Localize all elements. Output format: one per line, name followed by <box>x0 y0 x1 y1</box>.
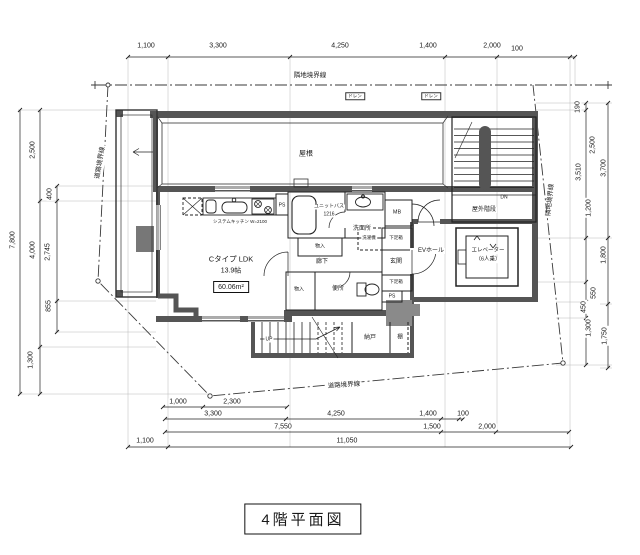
drawing-title: 4階平面図 <box>244 503 362 535</box>
ldk-door-arc <box>263 251 289 277</box>
dim-right-0: 190 <box>574 100 582 114</box>
dim-right-9: 1,750 <box>601 326 609 346</box>
dim-right-8: 1,300 <box>585 318 593 338</box>
dim-right-1: 2,500 <box>589 135 597 155</box>
dim-left-2: 4,000 <box>29 240 37 260</box>
roof-drain-label-1: ドレン <box>345 92 365 100</box>
dim-right-5: 1,800 <box>600 245 608 265</box>
boundary-label-top: 隣地境界線 <box>292 71 328 80</box>
dim-right-2: 3,510 <box>575 162 583 182</box>
bathtub-icon <box>291 195 317 235</box>
room-label-washer: 洗濯機 <box>361 234 377 241</box>
dim-bottom2-1: 4,250 <box>326 410 346 418</box>
stairs <box>260 121 536 359</box>
room-label-ldk-area: 60.06m² <box>213 281 249 293</box>
stove-icon <box>251 198 275 215</box>
doors-windows <box>132 148 441 322</box>
kitchen-counter <box>202 197 277 216</box>
room-label-toilet: 便所 <box>330 286 346 292</box>
stair-up-label: UP <box>264 336 274 343</box>
room-label-storage: 納戸 <box>362 335 378 341</box>
room-label-shelf: 棚 <box>396 334 404 341</box>
room-label-ev-hall: EVホール <box>416 248 446 254</box>
room-label-unit-bath: ユニットバス <box>312 203 346 210</box>
room-label-unit-bath-size: 1216 <box>322 211 336 218</box>
dim-top-4: 2,000 <box>482 42 502 50</box>
toilet-bowl-icon <box>364 283 380 296</box>
ps-label-1: PS <box>277 202 287 209</box>
mb-door-arc <box>411 203 435 227</box>
dim-left-3: 1,300 <box>27 350 35 370</box>
stair-dn-label: DN <box>499 194 509 201</box>
balcony-door-arrow <box>132 148 153 156</box>
dim-right-3: 3,700 <box>600 158 608 178</box>
room-label-roof: 屋根 <box>298 150 314 158</box>
room-label-closet-1: 物入 <box>313 243 327 250</box>
dim-left-4: 400 <box>46 187 54 201</box>
room-label-entrance: 玄関 <box>388 259 404 265</box>
room-label-ldk-tatami: 13.9帖 <box>219 267 243 275</box>
roof-drain-label-2: ドレン <box>421 92 441 100</box>
ps-label-2: PS <box>387 293 397 300</box>
room-label-elevator-capacity: （6人乗） <box>474 256 502 263</box>
dim-bottom3-1: 1,500 <box>422 423 442 431</box>
dim-bottom1-1: 2,300 <box>222 398 242 406</box>
dim-bottom2-3: 100 <box>456 410 470 418</box>
dimension-lines <box>17 54 611 450</box>
dim-top-2: 4,250 <box>330 42 350 50</box>
dim-left-1: 2,500 <box>29 140 37 160</box>
room-label-ldk-type: Cタイプ LDK <box>207 254 255 264</box>
dim-top-1: 3,300 <box>208 42 228 50</box>
walls <box>116 110 538 358</box>
dim-bottom3-0: 7,550 <box>273 423 293 431</box>
room-label-outdoor-stair: 屋外階段 <box>470 207 498 213</box>
dim-bottom1-0: 1,000 <box>168 398 188 406</box>
dim-bottom4-0: 1,100 <box>135 437 155 445</box>
sink-icon <box>221 201 248 214</box>
dim-bottom4-1: 11,050 <box>335 437 359 445</box>
dim-bottom2-2: 1,400 <box>418 410 438 418</box>
dim-left-total: 7,800 <box>9 230 17 250</box>
toilet-tank-icon <box>356 282 367 297</box>
room-label-mb: MB <box>391 209 403 216</box>
fixtures <box>182 193 497 297</box>
dim-right-6: 550 <box>590 286 598 300</box>
dim-right-4: 1,200 <box>585 198 593 218</box>
vanity-icon <box>346 193 384 211</box>
dim-top-5: 100 <box>510 45 524 53</box>
balcony-roof <box>115 109 449 298</box>
boundary-lines <box>91 81 612 399</box>
hall-door-arc <box>417 199 441 223</box>
hood-icon <box>182 197 203 216</box>
dim-bottom2-0: 3,300 <box>203 410 223 418</box>
dim-bottom3-2: 2,000 <box>477 423 497 431</box>
room-label-shoebox-2: 下足箱 <box>388 278 404 285</box>
room-label-corridor: 廊下 <box>314 259 330 265</box>
kitchen-label: システムキッチン W=2100 <box>211 218 269 225</box>
dim-top-3: 1,400 <box>418 42 438 50</box>
dim-left-6: 855 <box>45 299 53 313</box>
room-label-elevator: エレベーター <box>470 247 506 254</box>
dim-left-5: 2,745 <box>44 242 52 262</box>
room-label-closet-2: 物入 <box>292 286 306 293</box>
room-label-shoebox-1: 下足箱 <box>388 234 404 241</box>
room-label-washroom: 洗面所 <box>351 226 373 232</box>
dim-top-0: 1,100 <box>136 42 156 50</box>
dim-right-7: 450 <box>580 300 588 314</box>
